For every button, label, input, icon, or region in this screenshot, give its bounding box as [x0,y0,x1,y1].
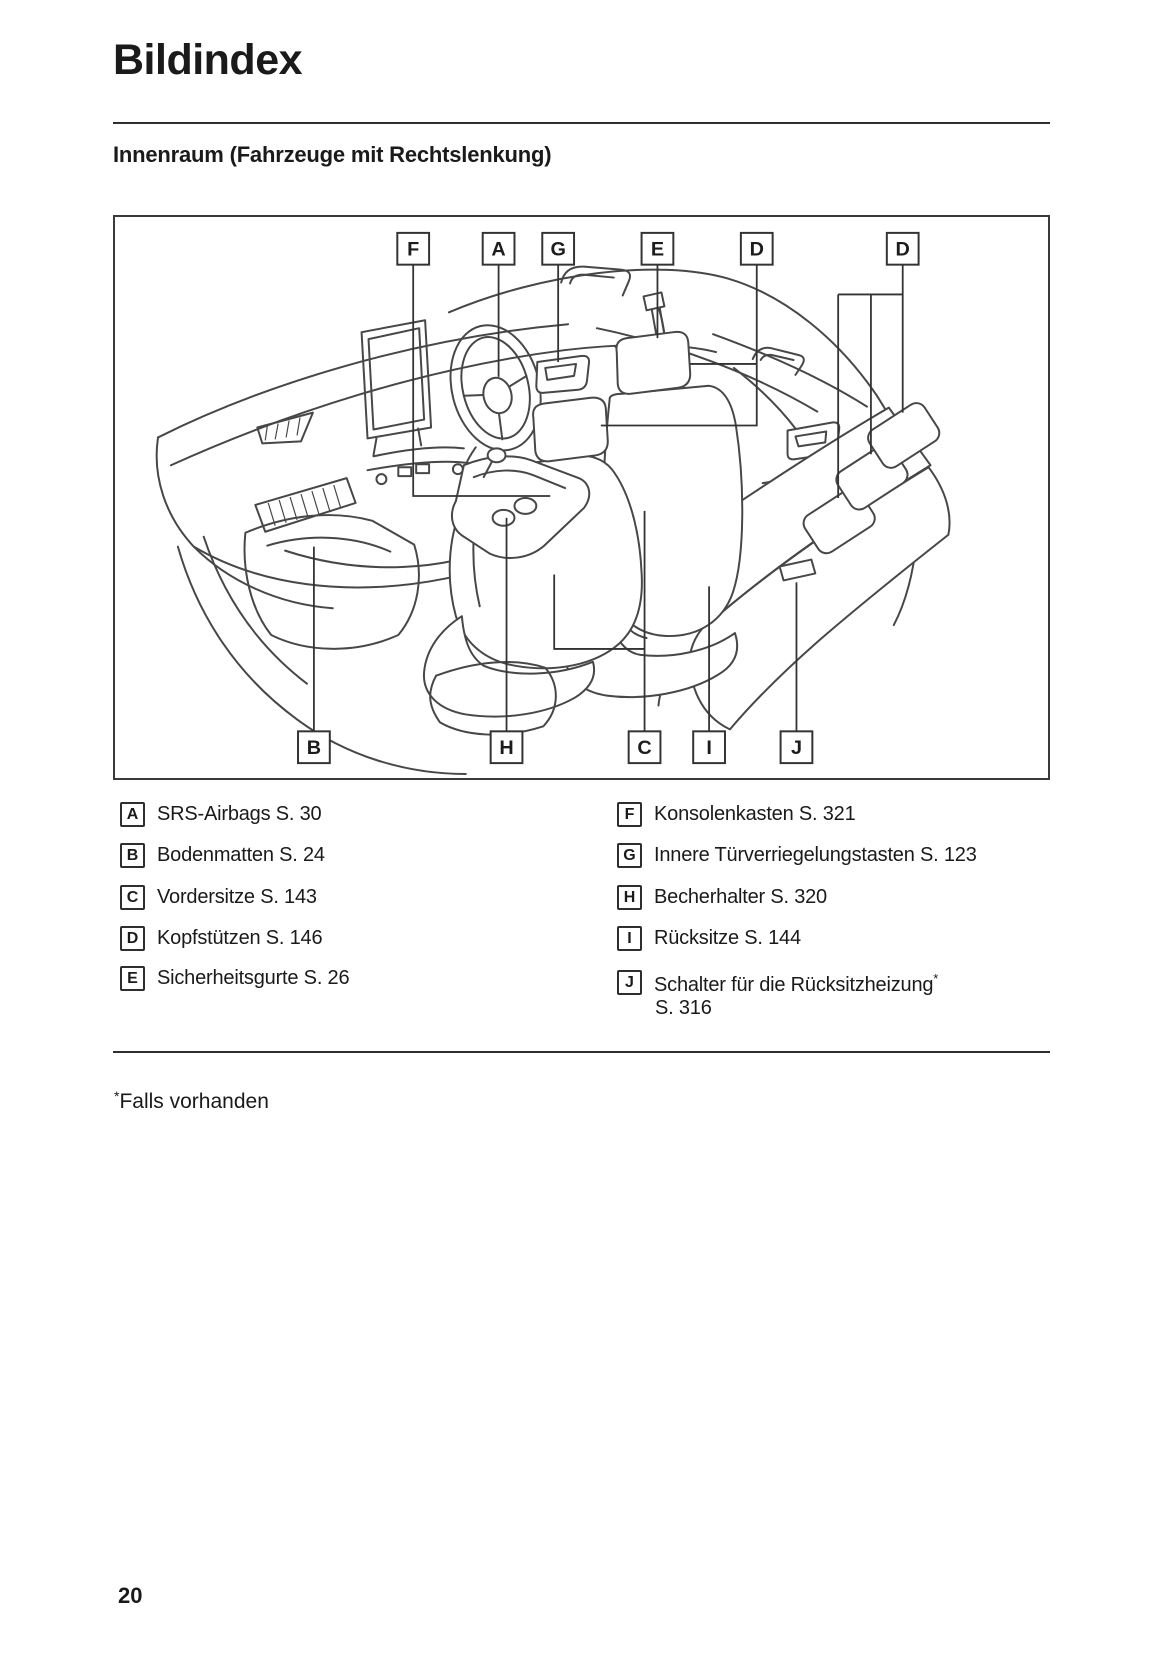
legend-label-D: Kopfstützen S. 146 [157,927,323,949]
legend-label-J-text: Schalter für die Rücksitzheizung [654,974,934,996]
interior-diagram-frame: F A G E D D B H C I [113,215,1050,780]
callout-letter-A: A [491,239,505,261]
center-console [450,447,591,559]
legend-key-C: C [120,885,145,910]
callout-box-F [396,231,431,266]
legend-label-J-line2: S. 316 [655,997,712,1019]
callout-box-I [692,730,726,765]
legend-item-C: C Vordersitze S. 143 [120,885,317,911]
legend-item-F: F Konsolenkasten S. 321 [617,802,856,828]
legend-item-H: H Becherhalter S. 320 [617,885,827,911]
callout-box-D-rear [885,231,920,266]
legend-label-E: Sicherheitsgurte S. 26 [157,967,350,989]
callout-letter-D-rear: D [896,239,910,261]
callout-letter-I: I [706,737,712,759]
legend-item-G: G Innere Türverriegelungstasten S. 123 [617,843,977,869]
footnote-marker: * [114,1088,120,1104]
legend-key-F: F [617,802,642,827]
legend-key-G: G [617,843,642,868]
page-number: 20 [118,1583,143,1608]
leader-D-rear [837,264,904,498]
passenger-headrest [532,396,609,463]
legend-key-I: I [617,926,642,951]
legend-label-C: Vordersitze S. 143 [157,886,317,908]
infotainment-screen [360,319,433,440]
legend-item-D: D Kopfstützen S. 146 [120,926,323,952]
callout-box-J [779,730,814,765]
callout-box-H [489,730,524,765]
callout-letter-F: F [407,239,419,261]
floor-mats [243,514,557,736]
footnote-text: Falls vorhanden [119,1090,269,1113]
callout-box-E [640,231,675,266]
callout-box-B [297,730,331,765]
callout-letter-E: E [651,239,664,261]
legend-item-J: J Schalter für die Rücksitzheizung* [617,966,938,996]
legend-item-A: A SRS-Airbags S. 30 [120,802,322,828]
legend-label-J: Schalter für die Rücksitzheizung* [654,966,938,998]
legend-label-I: Rücksitze S. 144 [654,927,801,949]
section-heading: Innenraum (Fahrzeuge mit Rechtslenkung) [113,142,552,167]
driver-headrest [615,330,692,395]
callout-letter-B: B [307,737,321,759]
legend-key-D: D [120,926,145,951]
rear-seat-heater-switch [778,558,817,582]
legend-key-B: B [120,843,145,868]
legend-item-B: B Bodenmatten S. 24 [120,843,325,869]
legend-label-F: Konsolenkasten S. 321 [654,803,856,825]
leader-F [412,264,551,497]
callout-letter-D-front: D [750,239,764,261]
legend-item-E: E Sicherheitsgurte S. 26 [120,966,350,992]
callout-letter-C: C [637,737,651,759]
legend-key-A: A [120,802,145,827]
footnote: *Falls vorhanden [114,1088,269,1114]
cup-holder-1 [491,508,516,527]
callout-box-A [481,231,516,266]
title-divider [113,122,1050,124]
callout-box-D-front [739,231,774,266]
legend-key-E: E [120,966,145,991]
leader-C [553,510,646,732]
legend-label-B: Bodenmatten S. 24 [157,844,325,866]
callout-letter-J: J [791,737,802,759]
callout-box-G [541,231,576,266]
callout-box-C [627,730,662,765]
cup-holder-2 [513,497,538,515]
callout-boxes-bottom: B H C I J [297,730,814,765]
car-interior-illustration: F A G E D D B H C I [155,231,951,776]
steering-wheel [449,324,542,452]
legend-key-J: J [617,969,642,995]
callout-letter-H: H [499,737,513,759]
legend-label-G: Innere Türverriegelungstasten S. 123 [654,844,977,866]
rear-headrest-right [867,402,941,469]
shift-lever [486,447,507,464]
legend-label-H: Becherhalter S. 320 [654,886,827,908]
callout-boxes-top: F A G E D D [396,231,920,266]
callout-leader-lines [313,264,904,732]
footnote-marker-J: * [933,971,939,986]
legend-key-H: H [617,885,642,910]
leader-D-front [600,264,758,427]
callout-letter-G: G [550,239,565,261]
legend-label-A: SRS-Airbags S. 30 [157,803,322,825]
door-lock-button-area [535,354,591,394]
page-title: Bildindex [113,36,303,84]
footnote-divider [113,1051,1050,1053]
legend-item-I: I Rücksitze S. 144 [617,926,801,952]
